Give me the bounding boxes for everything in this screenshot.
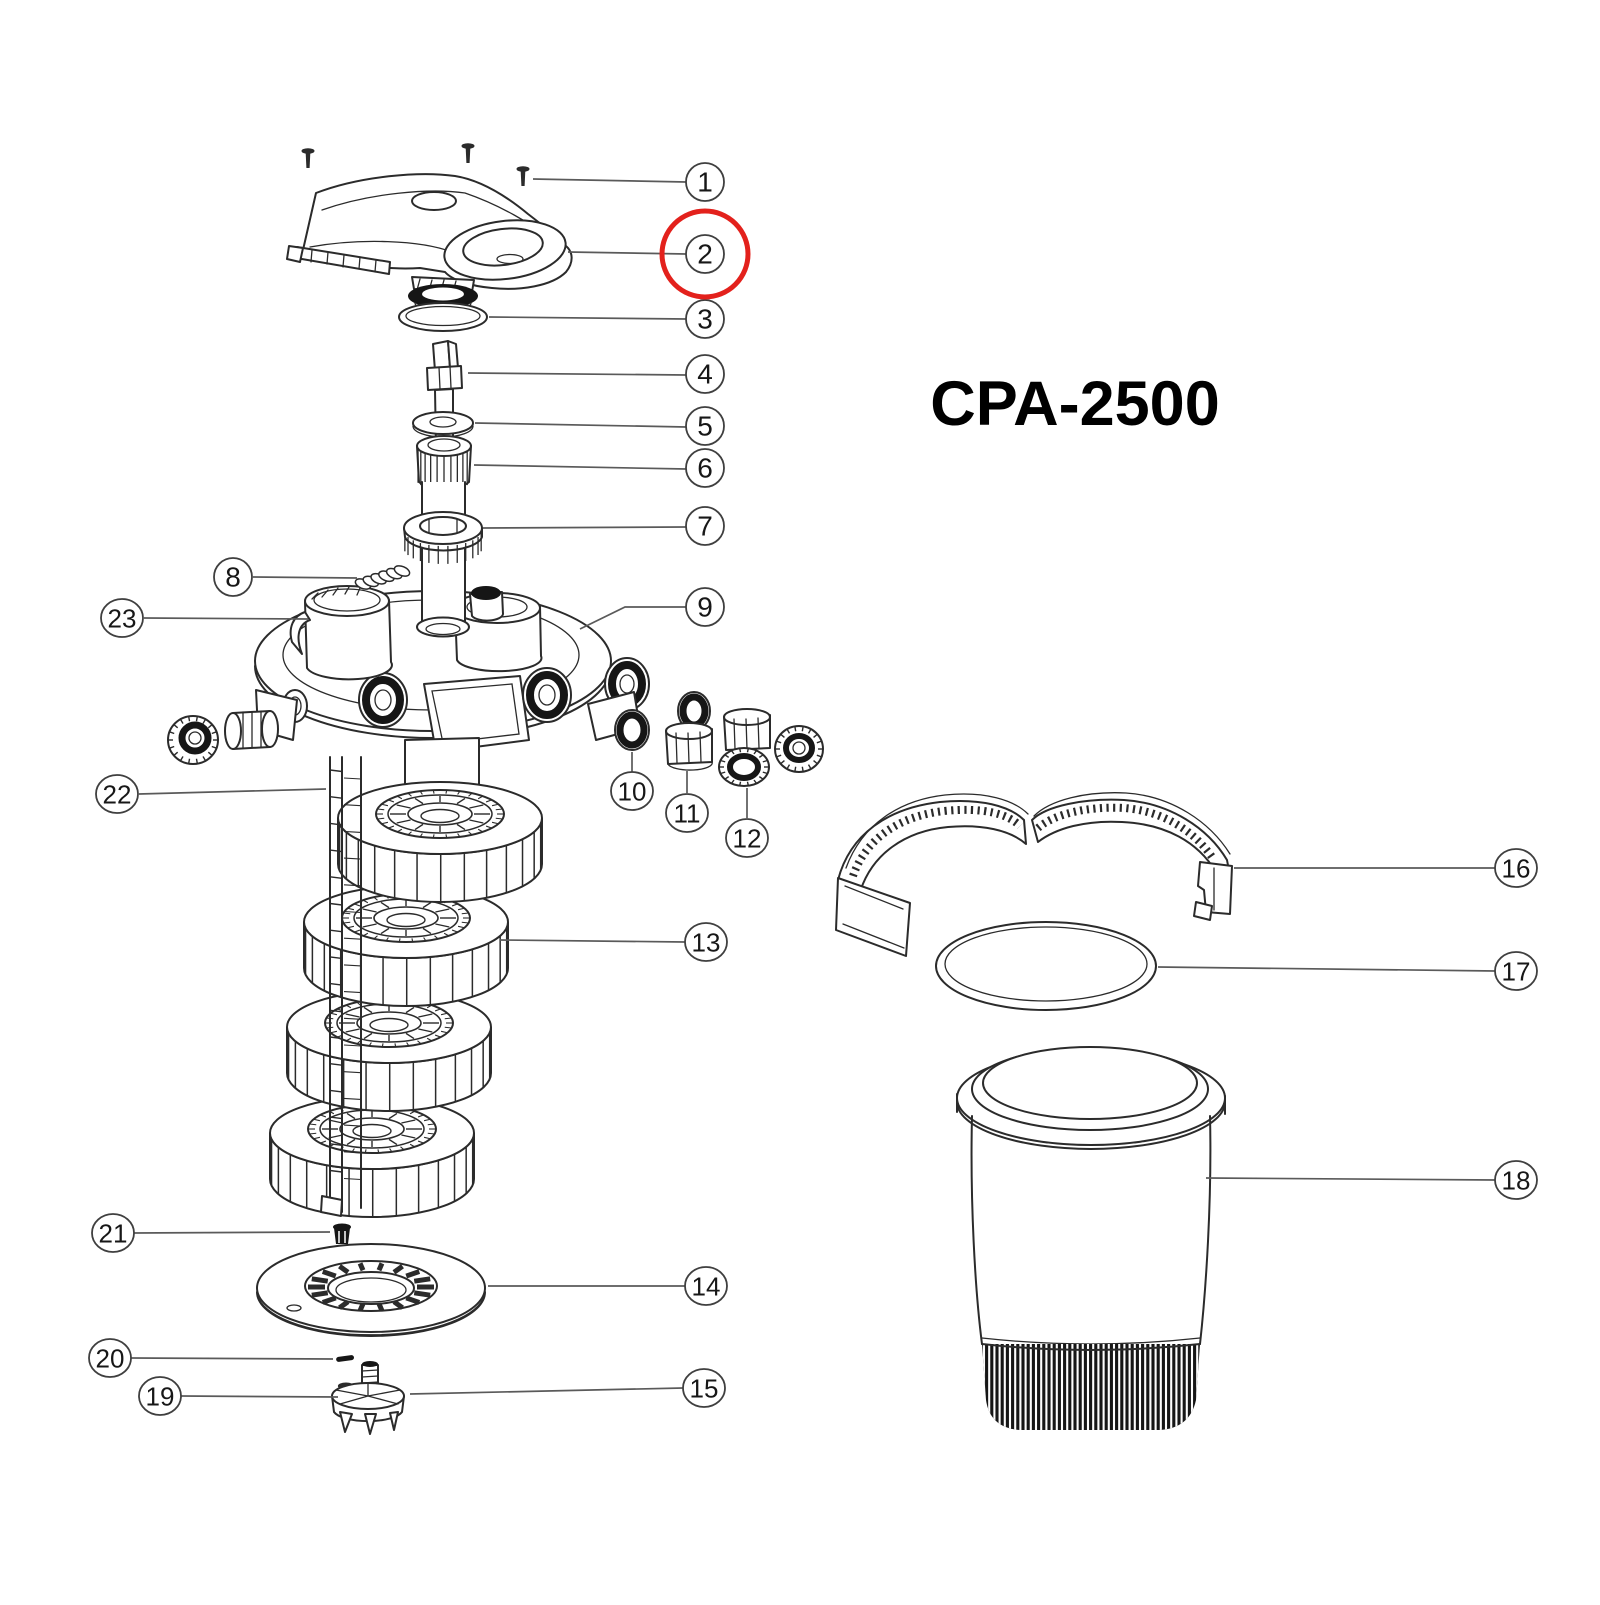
callout-8: 8 bbox=[213, 557, 253, 597]
callout-10: 10 bbox=[610, 771, 654, 811]
callout-23: 23 bbox=[100, 598, 144, 638]
part-13-filter-disc-stack bbox=[269, 781, 543, 1218]
svg-text:21: 21 bbox=[99, 1219, 128, 1249]
leader-line-3 bbox=[488, 316, 687, 320]
leader-line-22 bbox=[138, 788, 327, 795]
svg-text:11: 11 bbox=[674, 799, 701, 829]
leader-line-15 bbox=[409, 1387, 684, 1395]
part-14-bottom-plate bbox=[256, 1243, 486, 1337]
svg-text:13: 13 bbox=[692, 928, 721, 958]
part-3-oring bbox=[398, 302, 488, 332]
part-20-pin bbox=[336, 1355, 355, 1362]
callout-20: 20 bbox=[88, 1338, 132, 1378]
part-22-rack-strip bbox=[320, 756, 362, 1217]
part-16-clamp-ring bbox=[835, 792, 1233, 957]
part-18-tank-body bbox=[956, 1046, 1226, 1430]
leader-line-23 bbox=[143, 617, 309, 620]
leader-line-7 bbox=[482, 526, 687, 529]
svg-text:6: 6 bbox=[697, 453, 713, 484]
model-title: CPA-2500 bbox=[930, 369, 1220, 439]
svg-text:17: 17 bbox=[1502, 957, 1531, 987]
callout-11: 11 bbox=[665, 793, 709, 833]
part-5-washer bbox=[412, 411, 474, 438]
svg-text:3: 3 bbox=[697, 304, 713, 335]
part-15-diffuser-foot bbox=[331, 1361, 405, 1435]
leader-line-5 bbox=[474, 422, 687, 428]
highlight-layer bbox=[659, 208, 751, 300]
callout-22: 22 bbox=[95, 774, 139, 814]
leader-line-13 bbox=[499, 939, 686, 943]
part-11-hosetail bbox=[665, 691, 713, 771]
svg-text:20: 20 bbox=[96, 1344, 125, 1374]
part-8-spring bbox=[354, 565, 411, 590]
callout-9: 9 bbox=[685, 587, 725, 627]
leader-line-18 bbox=[1205, 1177, 1496, 1181]
callout-15: 15 bbox=[682, 1368, 726, 1408]
part-23-timer-cap bbox=[289, 585, 393, 681]
head-vent-tower bbox=[453, 586, 543, 673]
svg-text:10: 10 bbox=[618, 777, 647, 807]
leader-line-17 bbox=[1157, 966, 1496, 972]
fitting-union-nut-left bbox=[167, 715, 219, 765]
svg-text:15: 15 bbox=[690, 1374, 719, 1404]
svg-text:19: 19 bbox=[146, 1382, 175, 1412]
part-17-tank-oring bbox=[935, 921, 1157, 1011]
part-6-locknut bbox=[416, 435, 472, 490]
callout-2: 2 bbox=[685, 234, 725, 274]
svg-text:9: 9 bbox=[697, 592, 713, 623]
callout-16: 16 bbox=[1494, 848, 1538, 888]
part-21-plug bbox=[333, 1223, 351, 1244]
svg-text:18: 18 bbox=[1502, 1166, 1531, 1196]
leader-line-6 bbox=[473, 464, 687, 470]
fitting-hosetail-left bbox=[224, 710, 279, 750]
svg-text:23: 23 bbox=[108, 604, 137, 634]
center-tube bbox=[416, 481, 470, 638]
callout-19: 19 bbox=[138, 1376, 182, 1416]
leader-line-21 bbox=[133, 1231, 331, 1234]
svg-text:4: 4 bbox=[697, 359, 713, 390]
part-9-valve-head bbox=[254, 585, 650, 753]
callout-18: 18 bbox=[1494, 1160, 1538, 1200]
callout-1: 1 bbox=[685, 162, 725, 202]
leader-line-9 bbox=[579, 606, 686, 630]
leader-lines bbox=[130, 178, 1496, 1398]
head-port-left bbox=[358, 672, 408, 728]
callout-14: 14 bbox=[684, 1266, 728, 1306]
svg-text:12: 12 bbox=[733, 824, 762, 854]
leader-line-1 bbox=[532, 178, 687, 183]
callout-5: 5 bbox=[685, 406, 725, 446]
highlight-ring bbox=[659, 208, 751, 300]
svg-text:1: 1 bbox=[697, 167, 713, 198]
svg-text:22: 22 bbox=[103, 780, 132, 810]
leader-line-19 bbox=[180, 1395, 339, 1398]
head-port-right-1 bbox=[522, 667, 572, 723]
callout-17: 17 bbox=[1494, 951, 1538, 991]
callout-13: 13 bbox=[684, 922, 728, 962]
svg-text:5: 5 bbox=[697, 411, 713, 442]
callout-3: 3 bbox=[685, 299, 725, 339]
callout-7: 7 bbox=[685, 506, 725, 546]
callout-12: 12 bbox=[725, 818, 769, 858]
part-10-oring bbox=[614, 709, 650, 751]
svg-text:2: 2 bbox=[697, 239, 713, 270]
callout-4: 4 bbox=[685, 354, 725, 394]
part-12-fittings bbox=[718, 708, 824, 787]
leader-line-4 bbox=[467, 372, 687, 376]
leader-line-8 bbox=[252, 576, 358, 579]
svg-text:14: 14 bbox=[692, 1272, 721, 1302]
svg-text:7: 7 bbox=[697, 511, 713, 542]
leader-line-2 bbox=[567, 251, 687, 255]
leader-line-20 bbox=[130, 1357, 334, 1360]
svg-text:16: 16 bbox=[1502, 854, 1531, 884]
svg-text:8: 8 bbox=[225, 562, 241, 593]
part-2-cover bbox=[286, 173, 573, 312]
callout-6: 6 bbox=[685, 448, 725, 488]
callout-21: 21 bbox=[91, 1213, 135, 1253]
part-7-locking-ring bbox=[403, 511, 483, 564]
